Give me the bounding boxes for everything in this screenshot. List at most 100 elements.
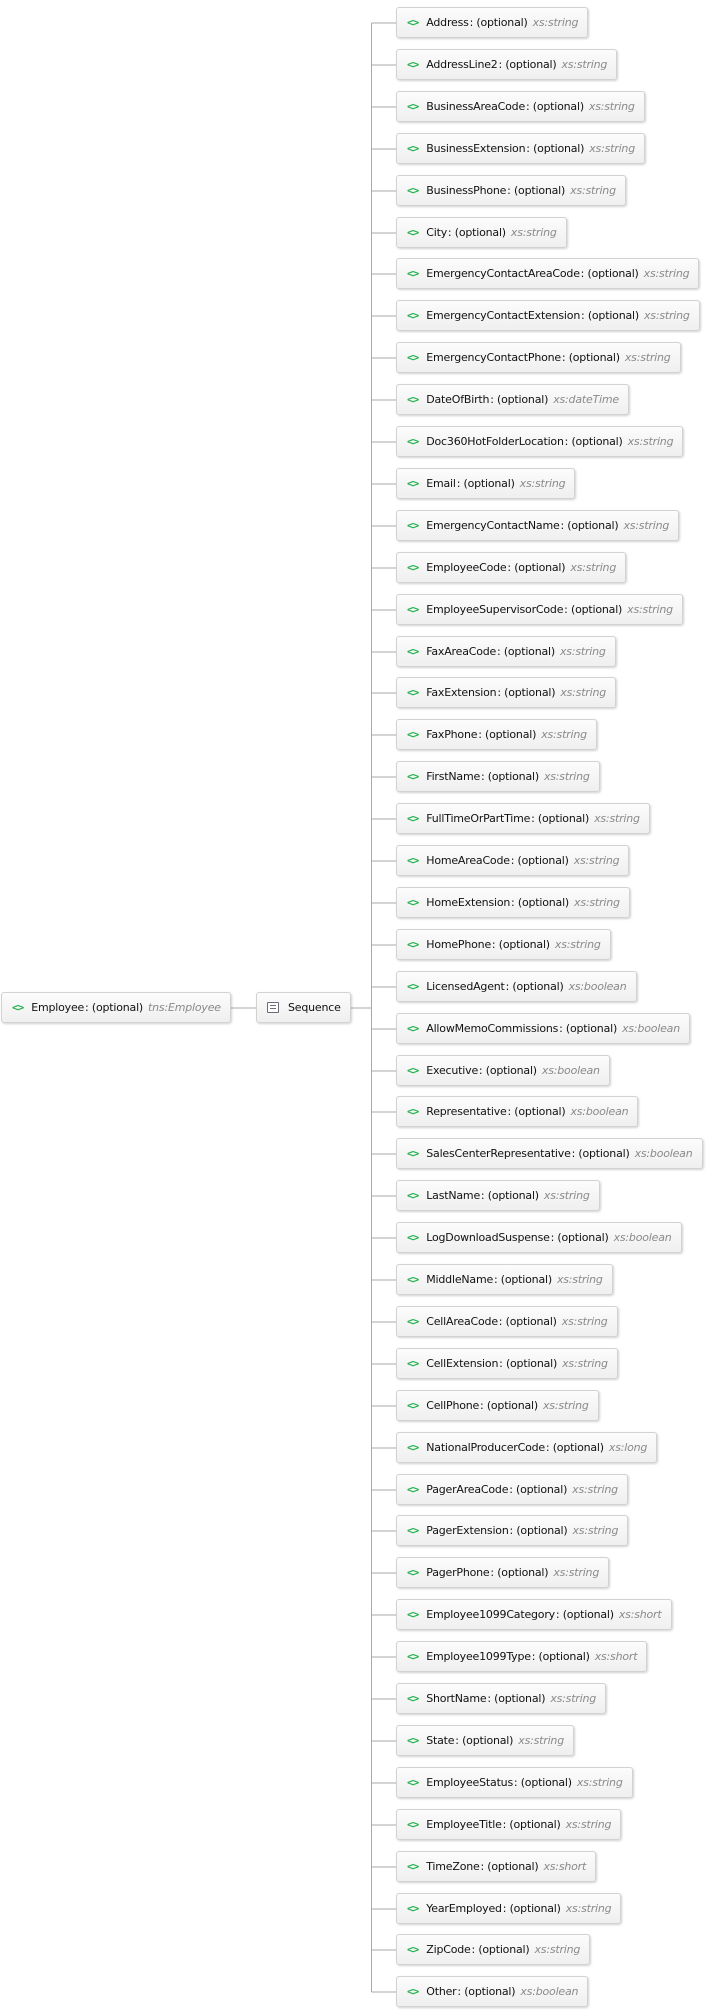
element-separator: : (555, 1608, 560, 1621)
element-type: xs:boolean (634, 1147, 693, 1160)
element-optional: (optional) (505, 1315, 557, 1328)
element-name: ShortName (426, 1692, 487, 1705)
child-element[interactable]: <>EmergencyContactName : (optional)xs:st… (396, 510, 680, 541)
element-icon: <> (407, 938, 419, 951)
child-element[interactable]: <>CellAreaCode : (optional)xs:string (396, 1306, 618, 1337)
child-element[interactable]: <>DateOfBirth : (optional)xs:dateTime (396, 384, 629, 415)
child-element[interactable]: <>Representative : (optional)xs:boolean (396, 1096, 639, 1127)
sequence-icon (267, 1002, 279, 1013)
child-element[interactable]: <>EmergencyContactAreaCode : (optional)x… (396, 258, 700, 289)
child-element[interactable]: <>BusinessPhone : (optional)xs:string (396, 175, 626, 206)
element-name: LicensedAgent (426, 980, 505, 993)
element-name: EmployeeSupervisorCode (426, 603, 564, 616)
element-name: Representative (426, 1105, 507, 1118)
child-element[interactable]: <>NationalProducerCode : (optional)xs:lo… (396, 1432, 658, 1463)
element-type: xs:string (588, 100, 635, 113)
child-element[interactable]: <>EmergencyContactPhone : (optional)xs:s… (396, 342, 681, 373)
element-type: xs:string (570, 184, 616, 197)
element-icon: <> (407, 58, 419, 71)
element-type: xs:string (594, 812, 640, 825)
child-element[interactable]: <>EmployeeSupervisorCode : (optional)xs:… (396, 594, 683, 625)
element-optional: (optional) (570, 603, 623, 616)
element-type: xs:short (618, 1608, 662, 1621)
element-icon: <> (407, 1776, 419, 1789)
element-optional: (optional) (478, 1943, 530, 1956)
child-element[interactable]: <>FullTimeOrPartTime : (optional)xs:stri… (396, 803, 650, 834)
element-optional: (optional) (538, 1650, 590, 1663)
element-icon: <> (407, 393, 419, 406)
child-element[interactable]: <>Email : (optional)xs:string (396, 468, 576, 499)
element-name: EmployeeStatus (426, 1776, 513, 1789)
element-icon: <> (407, 1399, 419, 1412)
element-optional: (optional) (485, 1064, 537, 1077)
element-icon: <> (407, 1650, 419, 1663)
child-element[interactable]: <>Other : (optional)xs:boolean (396, 1976, 589, 2007)
child-element[interactable]: <>LastName : (optional)xs:string (396, 1180, 600, 1211)
element-separator: : (564, 603, 568, 616)
child-element[interactable]: <>PagerExtension : (optional)xs:string (396, 1515, 629, 1546)
child-element[interactable]: <>EmergencyContactExtension : (optional)… (396, 300, 700, 331)
child-element[interactable]: <>EmployeeStatus : (optional)xs:string (396, 1767, 633, 1798)
child-element[interactable]: <>BusinessExtension : (optional)xs:strin… (396, 133, 645, 164)
child-element[interactable]: <>ShortName : (optional)xs:string (396, 1683, 607, 1714)
element-type: xs:string (532, 16, 579, 29)
child-element[interactable]: <>Executive : (optional)xs:boolean (396, 1055, 610, 1086)
element-icon: <> (407, 686, 419, 699)
element-separator: : (457, 1985, 461, 1998)
child-element[interactable]: <>CellPhone : (optional)xs:string (396, 1390, 599, 1421)
child-element[interactable]: <>Employee1099Type : (optional)xs:short (396, 1641, 648, 1672)
child-element[interactable]: <>HomeExtension : (optional)xs:string (396, 887, 630, 918)
element-icon: <> (407, 1985, 419, 1998)
element-type: xs:string (589, 142, 635, 155)
child-element[interactable]: <>EmployeeCode : (optional)xs:string (396, 552, 627, 583)
child-element[interactable]: <>ZipCode : (optional)xs:string (396, 1934, 591, 1965)
element-icon: <> (407, 645, 419, 658)
child-element[interactable]: <>State : (optional)xs:string (396, 1725, 574, 1756)
element-type: xs:string (550, 1692, 597, 1705)
element-icon: <> (407, 16, 419, 29)
element-icon: <> (407, 980, 419, 993)
child-element[interactable]: <>FaxExtension : (optional)xs:string (396, 677, 617, 708)
element-name: Address (426, 16, 469, 29)
element-name: EmergencyContactName (426, 519, 560, 532)
child-element[interactable]: <>Employee1099Category : (optional)xs:sh… (396, 1599, 672, 1630)
child-element[interactable]: <>BusinessAreaCode : (optional)xs:string (396, 91, 645, 122)
child-element[interactable]: <>PagerAreaCode : (optional)xs:string (396, 1474, 628, 1505)
sequence-node[interactable]: Sequence (256, 992, 351, 1023)
child-element[interactable]: <>AllowMemoCommissions : (optional)xs:bo… (396, 1013, 690, 1044)
child-element[interactable]: <>FaxPhone : (optional)xs:string (396, 719, 597, 750)
child-element[interactable]: <>TimeZone : (optional)xs:short (396, 1851, 597, 1882)
element-name: CellExtension (426, 1357, 499, 1370)
child-element[interactable]: <>LicensedAgent : (optional)xs:boolean (396, 971, 637, 1002)
child-element[interactable]: <>YearEmployed : (optional)xs:string (396, 1893, 622, 1924)
element-optional: (optional) (514, 1105, 566, 1118)
child-element[interactable]: <>CellExtension : (optional)xs:string (396, 1348, 618, 1379)
sequence-label: Sequence (288, 1001, 341, 1014)
element-name: Employee (31, 1001, 85, 1014)
element-optional: (optional) (514, 561, 566, 574)
child-element[interactable]: <>City : (optional)xs:string (396, 217, 567, 248)
element-name: EmployeeCode (426, 561, 507, 574)
element-name: CellPhone (426, 1399, 480, 1412)
element-optional: (optional) (587, 267, 639, 280)
element-name: City (426, 226, 448, 239)
element-separator: : (480, 770, 485, 783)
child-element[interactable]: <>PagerPhone : (optional)xs:string (396, 1557, 610, 1588)
element-type: xs:string (556, 1273, 603, 1286)
child-element[interactable]: <>SalesCenterRepresentative : (optional)… (396, 1138, 703, 1169)
child-element[interactable]: <>MiddleName : (optional)xs:string (396, 1264, 613, 1295)
element-name: EmergencyContactPhone (426, 351, 561, 364)
child-element[interactable]: <>LogDownloadSuspense : (optional)xs:boo… (396, 1222, 682, 1253)
child-element[interactable]: <>Doc360HotFolderLocation : (optional)xs… (396, 426, 684, 457)
element-icon: <> (12, 1001, 24, 1014)
child-element[interactable]: <>FaxAreaCode : (optional)xs:string (396, 636, 616, 667)
child-element[interactable]: <>HomePhone : (optional)xs:string (396, 929, 611, 960)
child-element[interactable]: <>AddressLine2 : (optional)xs:string (396, 49, 618, 80)
child-element[interactable]: <>EmployeeTitle : (optional)xs:string (396, 1809, 622, 1840)
root-element-employee[interactable]: <> Employee : (optional)tns:Employee (1, 992, 231, 1023)
child-element[interactable]: <>HomeAreaCode : (optional)xs:string (396, 845, 630, 876)
element-optional: (optional) (562, 1608, 614, 1621)
child-element[interactable]: <>FirstName : (optional)xs:string (396, 761, 600, 792)
child-element[interactable]: <>Address : (optional)xs:string (396, 7, 589, 38)
